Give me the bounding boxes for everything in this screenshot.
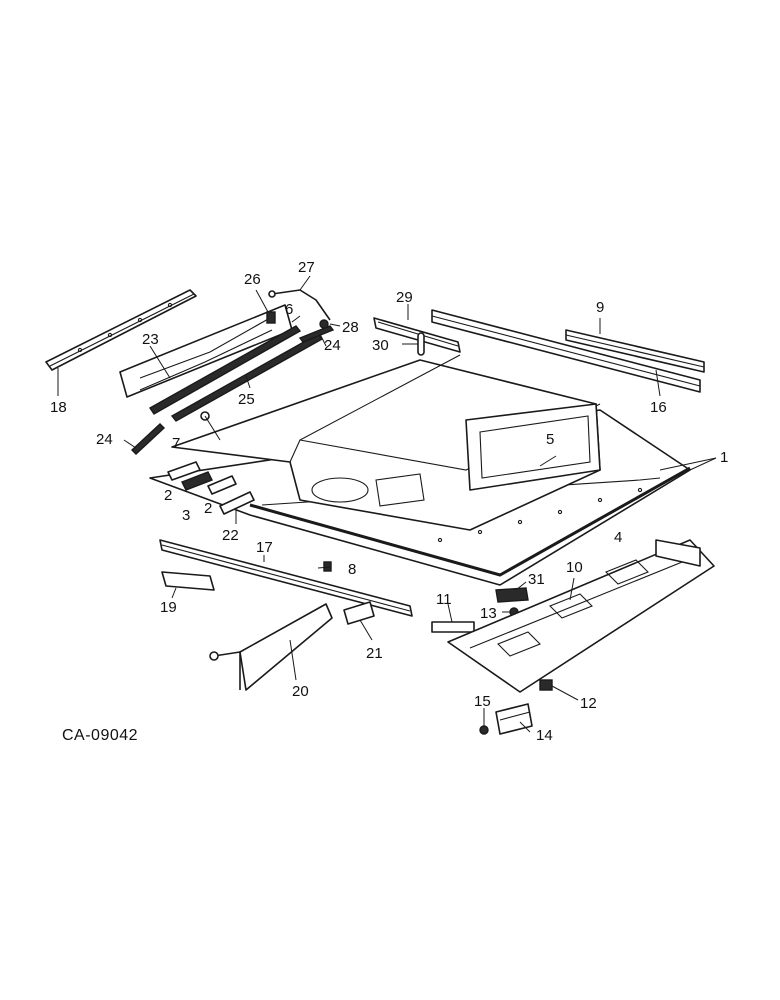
part-17-rail: [159, 539, 413, 617]
callout-23: 23: [142, 331, 159, 348]
callout-24-lower: 24: [96, 431, 113, 448]
callout-11: 11: [436, 591, 452, 608]
part-28-bolt: [319, 319, 329, 329]
leader-lines: [57, 275, 717, 733]
callout-25: 25: [238, 391, 255, 408]
callout-14: 14: [536, 727, 553, 744]
part-14-block: [495, 703, 533, 735]
part-21-bracket: [343, 601, 375, 625]
callout-12: 12: [580, 695, 597, 712]
part-22-plate: [219, 491, 255, 515]
part-30-pin: [417, 332, 425, 356]
main-housing: [171, 354, 601, 531]
callout-22: 22: [222, 527, 239, 544]
callout-21: 21: [366, 645, 383, 662]
part-19-bracket: [161, 571, 215, 591]
part-4-gasket: [249, 466, 691, 577]
drawing-code: CA-09042: [62, 727, 138, 744]
part-12-clip: [539, 679, 553, 691]
callout-labels: 1 2 2 3 4 5 6 7 8 9 10 11 12 13 14 15 16…: [50, 259, 728, 744]
callout-10: 10: [566, 559, 583, 576]
part-24-strip-upper: [298, 325, 335, 343]
callout-15: 15: [474, 693, 491, 710]
callout-7: 7: [172, 435, 180, 452]
callout-9: 9: [596, 299, 604, 316]
callout-18: 18: [50, 399, 67, 416]
callout-8: 8: [348, 561, 356, 578]
part-11-pad: [431, 621, 475, 633]
part-2-plate-left: [167, 461, 201, 481]
callout-19: 19: [160, 599, 177, 616]
callout-5: 5: [546, 431, 554, 448]
part-16-rail: [565, 329, 705, 373]
callout-1: 1: [720, 449, 728, 466]
part-20-panel: [209, 603, 333, 691]
callout-17: 17: [256, 539, 273, 556]
part-6-strip: [148, 325, 302, 415]
callout-16: 16: [650, 399, 667, 416]
part-3-plate: [181, 471, 213, 491]
callout-20: 20: [292, 683, 309, 700]
callout-30: 30: [372, 337, 389, 354]
part-26-clip: [266, 311, 276, 324]
callout-31: 31: [528, 571, 545, 588]
part-15-nut: [479, 725, 489, 735]
callout-27: 27: [298, 259, 315, 276]
part-24-strip-lower: [130, 423, 166, 455]
callout-24-upper: 24: [324, 337, 341, 354]
part-8-bolt: [323, 561, 332, 572]
part-31-bracket: [495, 587, 529, 603]
callout-13: 13: [480, 605, 497, 622]
part-9-rail: [431, 309, 701, 393]
callout-2-left: 2: [164, 487, 172, 504]
part-27-rod: [268, 289, 331, 321]
callout-6: 6: [285, 301, 293, 318]
callout-3: 3: [182, 507, 190, 524]
part-18-rail: [45, 289, 197, 371]
callout-4: 4: [614, 529, 622, 546]
callout-29: 29: [396, 289, 413, 306]
part-2-plate-right: [207, 475, 237, 495]
callout-28: 28: [342, 319, 359, 336]
callout-2-right: 2: [204, 500, 212, 517]
callout-26: 26: [244, 271, 261, 288]
